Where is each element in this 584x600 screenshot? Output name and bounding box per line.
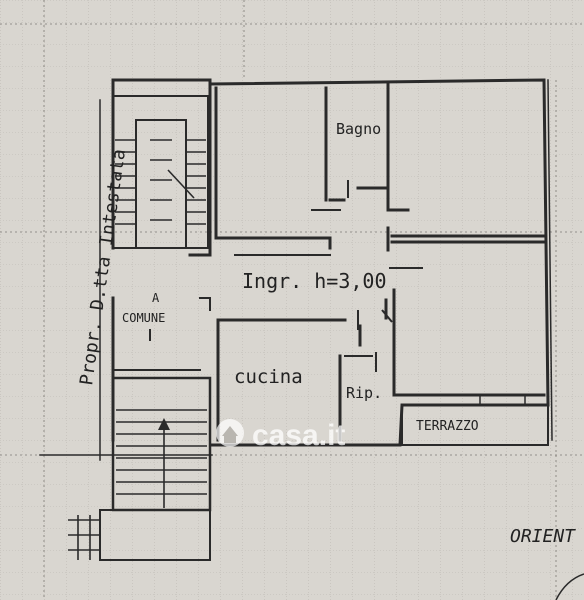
label-ripostiglio: Rip. <box>346 384 382 402</box>
watermark-logo: casa.it <box>216 419 345 452</box>
stair-treads-lower <box>68 409 207 560</box>
label-bagno: Bagno <box>336 120 381 138</box>
stair-direction-arrow <box>158 418 170 430</box>
label-comune: COMUNE <box>122 311 165 325</box>
house-icon <box>216 419 244 447</box>
label-a: A <box>152 291 160 305</box>
stair-treads-upper <box>115 139 206 225</box>
label-cucina: cucina <box>234 366 303 388</box>
walls <box>39 78 553 561</box>
door-marks <box>347 180 393 372</box>
label-terrazzo: TERRAZZO <box>416 419 479 434</box>
watermark-text: casa.it <box>252 419 345 452</box>
label-orientation: ORIENT <box>510 526 576 547</box>
compass-fragment <box>555 573 584 600</box>
label-ingresso: Ingr. h=3,00 <box>242 269 387 293</box>
